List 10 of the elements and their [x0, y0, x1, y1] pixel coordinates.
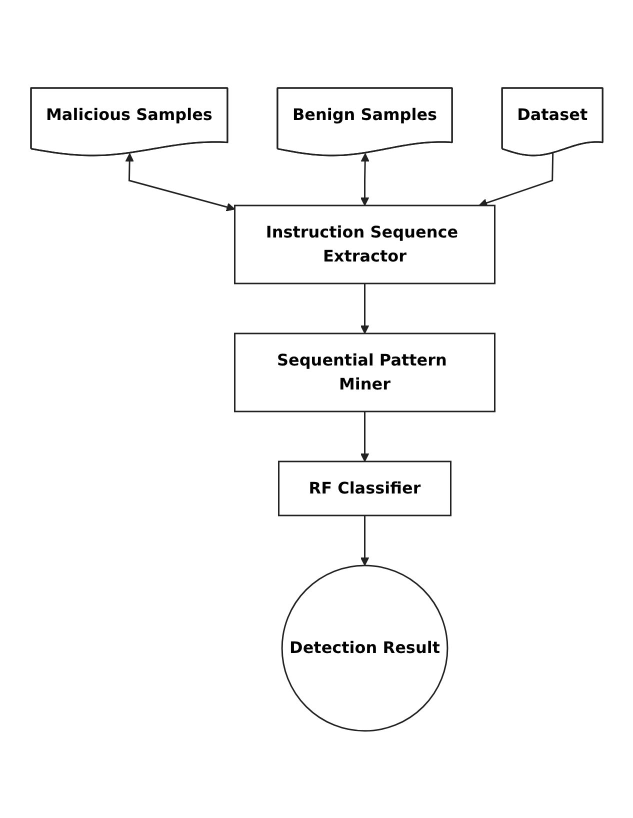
arrow — [360, 283, 369, 334]
node-box: RF Classifier — [278, 460, 452, 516]
arrow — [360, 152, 370, 206]
node-circle: Detection Result — [280, 564, 448, 732]
arrow — [124, 152, 235, 211]
node-box: Sequential Pattern Miner — [234, 332, 496, 412]
arrow — [360, 515, 369, 566]
arrow — [360, 411, 369, 462]
node-box: Instruction Sequence Extractor — [234, 204, 496, 284]
arrow — [478, 152, 554, 207]
